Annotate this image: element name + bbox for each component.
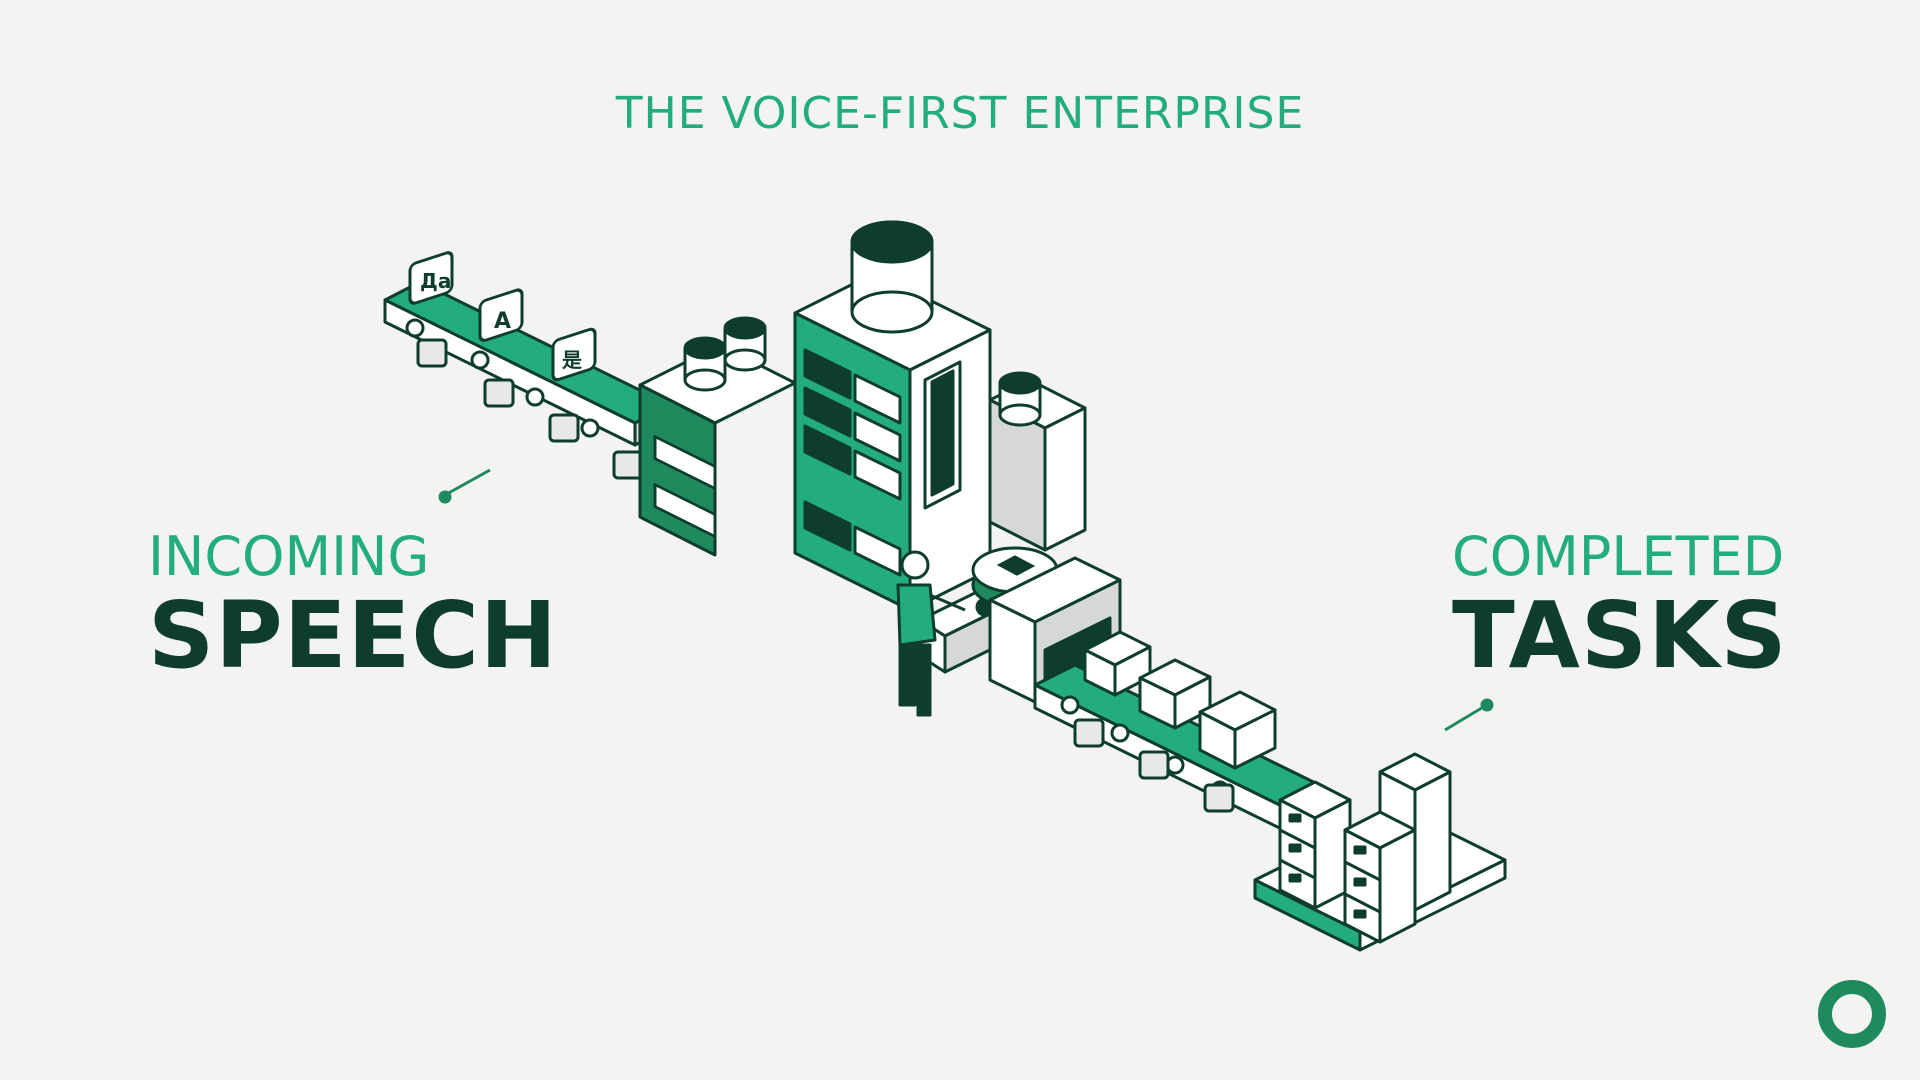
box-stack xyxy=(1278,752,1452,944)
bubble-zh: 是 xyxy=(561,348,582,372)
bubble-ru: Да xyxy=(420,269,451,293)
tasks-label: TASKS xyxy=(1452,582,1788,689)
page-title: THE VOICE-FIRST ENTERPRISE xyxy=(615,88,1305,139)
bubble-en: A xyxy=(494,309,511,334)
box-icon xyxy=(1083,630,1152,697)
speech-bubble-icon: Да xyxy=(408,251,454,305)
speech-bubble-icon: 是 xyxy=(551,327,597,382)
speech-bubble-icon: A xyxy=(478,288,524,342)
worker-icon xyxy=(896,550,966,717)
logo-ring-icon xyxy=(1818,980,1886,1048)
incoming-label: INCOMING xyxy=(148,525,430,588)
box-icon xyxy=(1198,690,1277,770)
box-icon xyxy=(1138,658,1212,730)
speech-label: SPEECH xyxy=(148,582,558,689)
incoming-pointer xyxy=(438,468,491,504)
incoming-conveyor xyxy=(383,280,672,480)
completed-pointer xyxy=(1444,698,1494,732)
factory-icon xyxy=(638,220,1087,612)
completed-label: COMPLETED xyxy=(1452,525,1785,588)
